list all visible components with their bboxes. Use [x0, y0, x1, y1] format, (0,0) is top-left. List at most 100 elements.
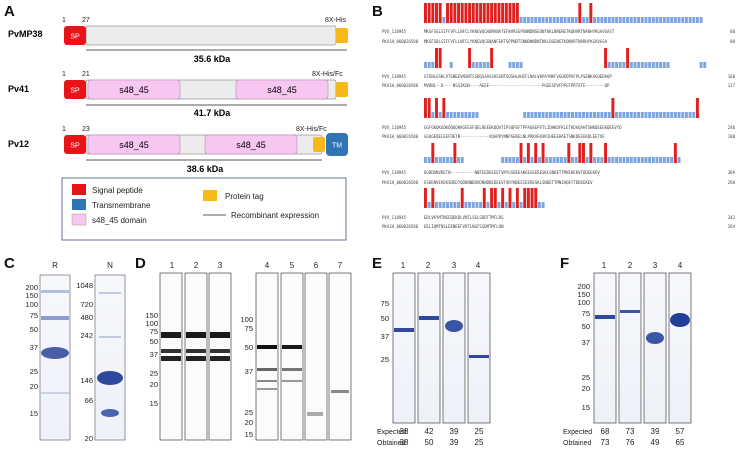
band: [394, 328, 414, 332]
conservation-bar: [427, 62, 431, 68]
conservation-bar: [677, 157, 681, 163]
band: [101, 409, 119, 417]
seq-line: GTENLGSKLVTGNEEVNSNTSSDQSAASSKSSNTSQSHLA…: [424, 74, 612, 79]
conservation-bar: [673, 17, 677, 23]
conservation-bar: [563, 157, 567, 163]
seq-id: PVX_110945: [382, 125, 407, 130]
seq-line: EELIQMTNSLEENEEFVDTLNGFSSDMTMFLQN: [424, 224, 504, 229]
conservation-bar: [501, 3, 505, 23]
conservation-bar: [460, 112, 464, 118]
lane-label: 7: [338, 261, 343, 270]
marker: 25: [582, 373, 590, 382]
bands: [394, 316, 489, 358]
markers: 75 50 37 25: [381, 299, 389, 364]
conservation-bar: [552, 17, 556, 23]
conservation-bar: [534, 17, 538, 23]
conservation-bar: [655, 17, 659, 23]
conservation-bar: [640, 62, 644, 68]
conservation-bar: [424, 188, 427, 208]
conservation-bar: [673, 143, 677, 163]
domain-label: s48_45: [236, 140, 266, 150]
conservation-bar: [493, 3, 497, 23]
expected-label: Expected: [377, 429, 406, 436]
markers-left: 150 100 75 50 37 25 20 15: [145, 311, 158, 408]
gel-lane: [467, 272, 491, 424]
conservation-bar: [442, 202, 446, 208]
conservation-bar: [633, 17, 637, 23]
marker: 50: [582, 322, 590, 331]
conservation-bar: [662, 157, 666, 163]
conservation-bar: [648, 62, 652, 68]
conservation-bar: [688, 17, 692, 23]
legend-swatch-tm: [72, 199, 86, 210]
conservation-bar: [574, 112, 578, 118]
obtained-value: 25: [475, 438, 484, 447]
conservation-bar: [504, 202, 508, 208]
conservation-bar: [611, 17, 615, 23]
seq-id: PVX_110945: [382, 215, 407, 220]
conservation-bar: [622, 62, 626, 68]
conservation-bars: [424, 3, 703, 23]
conservation-bar: [453, 143, 457, 163]
legend-swatch-s48: [71, 213, 87, 226]
conservation-bar: [615, 62, 619, 68]
conservation-bar: [607, 157, 611, 163]
conservation-bar: [537, 157, 541, 163]
conservation-bar: [508, 157, 512, 163]
blot-lane: [255, 272, 279, 441]
conservation-bar: [556, 17, 560, 23]
marker: 200: [577, 282, 590, 291]
conservation-bar: [530, 112, 534, 118]
conservation-bar: [655, 112, 659, 118]
conservation-bar: [446, 157, 449, 163]
panel-label-d: D: [135, 255, 146, 272]
conservation-bar: [523, 188, 527, 208]
panel-label-c: C: [4, 255, 15, 272]
marker: 75: [30, 311, 38, 320]
seq-pos: 80: [730, 39, 735, 44]
bands: [595, 310, 690, 344]
conservation-bar: [615, 112, 619, 118]
conservation-bar: [427, 157, 431, 163]
marker: 242: [80, 331, 93, 340]
conservation-bar: [482, 3, 486, 23]
marker: 15: [582, 403, 590, 412]
conservation-bar: [699, 62, 703, 68]
lane-label: N: [107, 261, 113, 270]
seq-line: MVDNL--D----NSSIKGN----AEEE-------------…: [424, 83, 610, 88]
conservation-bar: [442, 98, 446, 118]
conservation-bar: [460, 157, 464, 163]
lane-label: 2: [426, 261, 431, 270]
s48-45-domain: [87, 79, 181, 100]
band: [595, 315, 615, 319]
conservation-bar: [637, 112, 641, 118]
band: [257, 380, 277, 382]
marker: 150: [25, 291, 38, 300]
conservation-bar: [618, 112, 622, 118]
seq-pos: 180: [728, 134, 736, 139]
legend-swatch-signal: [72, 184, 86, 195]
panel-label-a: A: [4, 3, 15, 20]
band: [41, 347, 69, 359]
conservation-bar: [475, 3, 479, 23]
conservation-bar: [556, 157, 560, 163]
obtained-value: 50: [425, 438, 434, 447]
lane-label: 4: [678, 261, 683, 270]
seq-line: MKGFSDLSIFFVFLLNFCLYKNGVQGSNANFEKTSPPNDT…: [424, 39, 608, 44]
conservation-bar: [541, 143, 545, 163]
conservation-bar: [453, 112, 457, 118]
marker: 25: [150, 369, 158, 378]
conservation-bar: [424, 3, 427, 23]
gel-f: 1 2 3 4 200 150 100 75 50 37 25 20 15 Ex…: [563, 261, 692, 447]
conservation-bar: [659, 112, 663, 118]
conservation-bar: [607, 62, 611, 68]
conservation-bar: [585, 112, 589, 118]
obtained-label: Obtained: [563, 440, 592, 447]
blot-lane: [280, 272, 304, 441]
legend-s48: s48_45 domain: [92, 216, 147, 225]
conservation-bar: [512, 62, 516, 68]
conservation-bar: [526, 17, 530, 23]
expected-value: 42: [425, 427, 434, 436]
panel-label-e: E: [372, 255, 382, 272]
expected-value: 39: [450, 427, 459, 436]
